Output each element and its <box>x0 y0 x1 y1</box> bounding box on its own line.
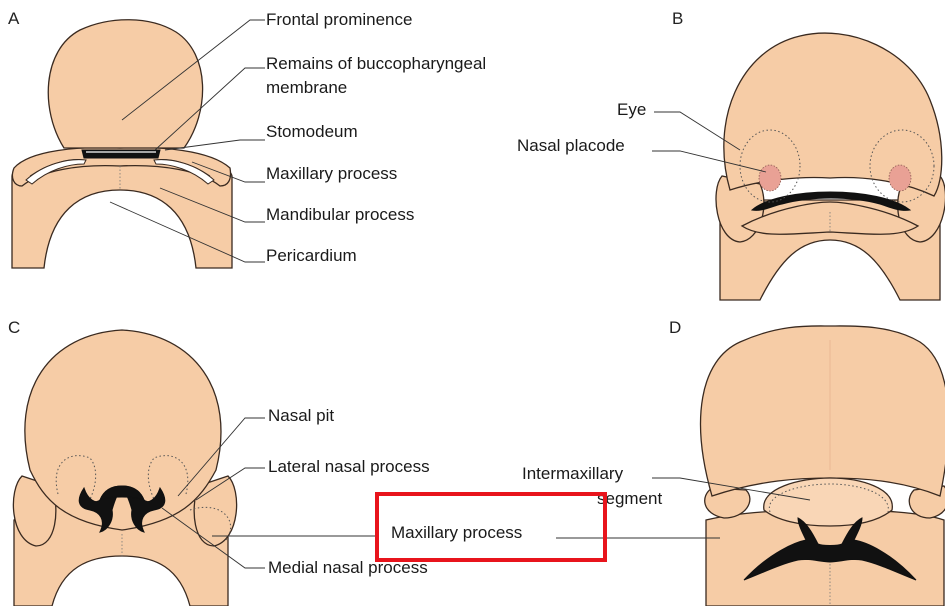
label-buccopharyngeal-line1: Remains of buccopharyngeal <box>266 54 486 73</box>
panel-b-nasal-placode-left <box>759 165 781 191</box>
label-frontal-prominence: Frontal prominence <box>266 10 412 29</box>
panel-d: D Intermaxillary segment <box>522 318 945 606</box>
panel-c-head <box>25 330 221 530</box>
panel-b-nasal-placode-right <box>889 165 911 191</box>
label-nasal-pit: Nasal pit <box>268 406 334 425</box>
panel-a-stomodeum <box>82 150 160 158</box>
label-nasal-placode: Nasal placode <box>517 136 625 155</box>
panel-b-letter: B <box>672 9 683 28</box>
label-lateral-nasal-process: Lateral nasal process <box>268 457 430 476</box>
label-eye: Eye <box>617 100 646 119</box>
panel-a: A Frontal prominence Remains of buccopha… <box>8 9 486 268</box>
panel-b: B Eye Nasal placode <box>517 9 945 300</box>
panel-d-letter: D <box>669 318 681 337</box>
panel-a-frontal-prominence-shape <box>48 20 202 148</box>
label-intermaxillary-line1: Intermaxillary <box>522 464 624 483</box>
panel-c: C Nasal pit Lateral nasal process Medial… <box>8 318 430 606</box>
label-pericardium: Pericardium <box>266 246 357 265</box>
panel-d-head <box>701 326 945 496</box>
panel-c-letter: C <box>8 318 20 337</box>
label-mandibular-process: Mandibular process <box>266 205 414 224</box>
panel-d-intermaxillary-segment <box>764 478 893 526</box>
panel-a-letter: A <box>8 9 20 28</box>
label-stomodeum: Stomodeum <box>266 122 358 141</box>
label-maxillary-process-shared: Maxillary process <box>391 523 522 542</box>
label-maxillary-process-a: Maxillary process <box>266 164 397 183</box>
label-buccopharyngeal-line2: membrane <box>266 78 347 97</box>
